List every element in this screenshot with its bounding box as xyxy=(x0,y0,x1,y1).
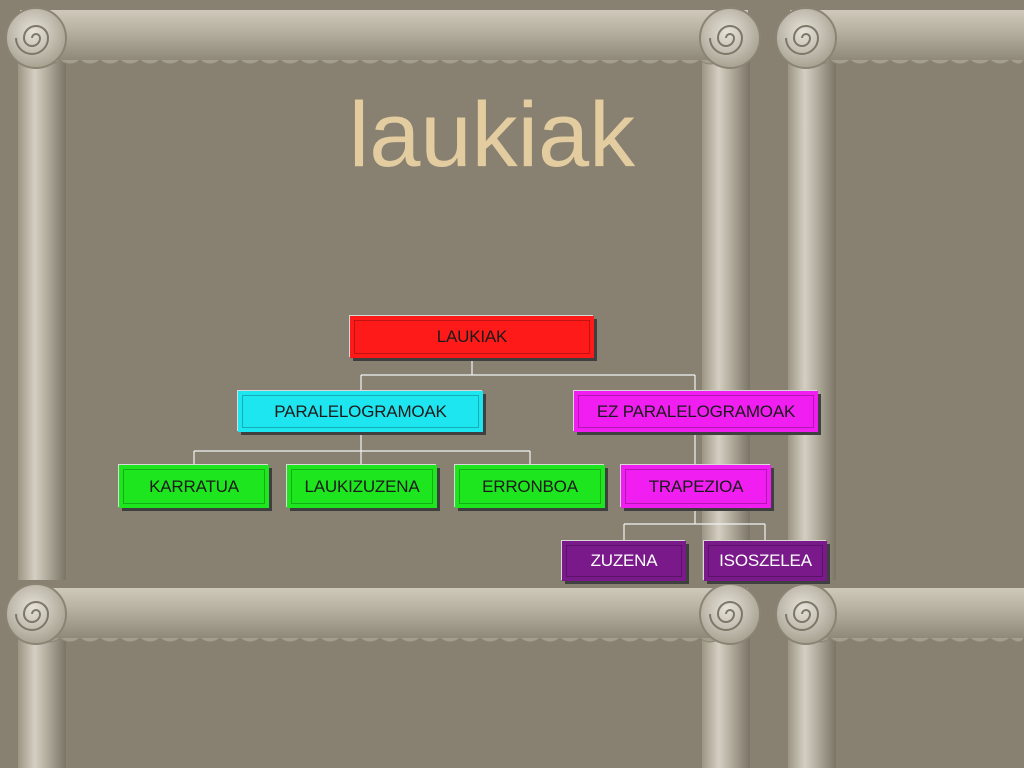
node-label: LAUKIZUZENA xyxy=(304,476,420,496)
slide-title: laukiak xyxy=(348,84,636,186)
volute-ornament xyxy=(775,7,837,69)
node-karratua: KARRATUA xyxy=(119,465,269,508)
node-laukizuzena: LAUKIZUZENA xyxy=(287,465,437,508)
frame-bottom-right xyxy=(775,583,1024,768)
node-label: ERRONBOA xyxy=(482,476,578,496)
volute-ornament xyxy=(5,7,67,69)
node-label: KARRATUA xyxy=(149,476,239,496)
volute-ornament xyxy=(699,7,761,69)
node-erronboa: ERRONBOA xyxy=(455,465,605,508)
node-label: ISOSZELEA xyxy=(719,551,812,570)
node-paralelogramoak: PARALELOGRAMOAK xyxy=(238,391,483,432)
node-label: EZ PARALELOGRAMOAK xyxy=(596,401,796,421)
node-ez-paralelogramoak: EZ PARALELOGRAMOAK xyxy=(574,391,818,432)
node-trapezioa: TRAPEZIOA xyxy=(621,465,771,508)
volute-ornament xyxy=(699,583,761,645)
frame-top-left xyxy=(5,7,761,580)
node-label: PARALELOGRAMOAK xyxy=(274,401,447,421)
node-label: ZUZENA xyxy=(590,551,658,570)
node-laukiak: LAUKIAK xyxy=(350,316,594,358)
node-isoszelea: ISOSZELEA xyxy=(704,541,827,581)
frame-top-right xyxy=(775,7,1024,580)
node-zuzena: ZUZENA xyxy=(562,541,686,581)
volute-ornament xyxy=(775,583,837,645)
node-label: LAUKIAK xyxy=(436,327,508,346)
volute-ornament xyxy=(5,583,67,645)
frame-bottom-left xyxy=(5,583,761,768)
node-label: TRAPEZIOA xyxy=(648,476,744,496)
